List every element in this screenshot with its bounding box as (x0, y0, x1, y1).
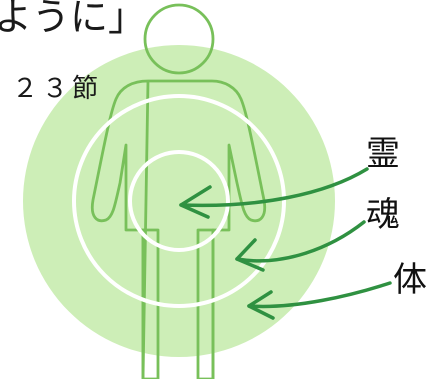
leg-outline-right (196, 228, 215, 379)
arrowhead-soul (235, 238, 265, 272)
verse-fragment: ２３節 (12, 74, 103, 104)
quote-fragment: ように」 (0, 0, 147, 39)
label-soul: 魂 (366, 195, 400, 235)
outer-circle (23, 45, 335, 357)
leg-outline (141, 228, 160, 379)
inner-rings (72, 94, 286, 308)
arrows (179, 167, 392, 320)
ring-spirit (128, 150, 230, 252)
label-body: 体 (393, 260, 427, 300)
ring-soul (72, 94, 286, 308)
arrow-body (247, 281, 392, 309)
arrowhead-body (247, 290, 275, 320)
arrow-spirit (179, 167, 369, 208)
label-spirit: 霊 (366, 134, 400, 174)
figure-head (143, 3, 215, 75)
arrow-soul (235, 220, 366, 263)
arrowhead-spirit (179, 185, 212, 219)
